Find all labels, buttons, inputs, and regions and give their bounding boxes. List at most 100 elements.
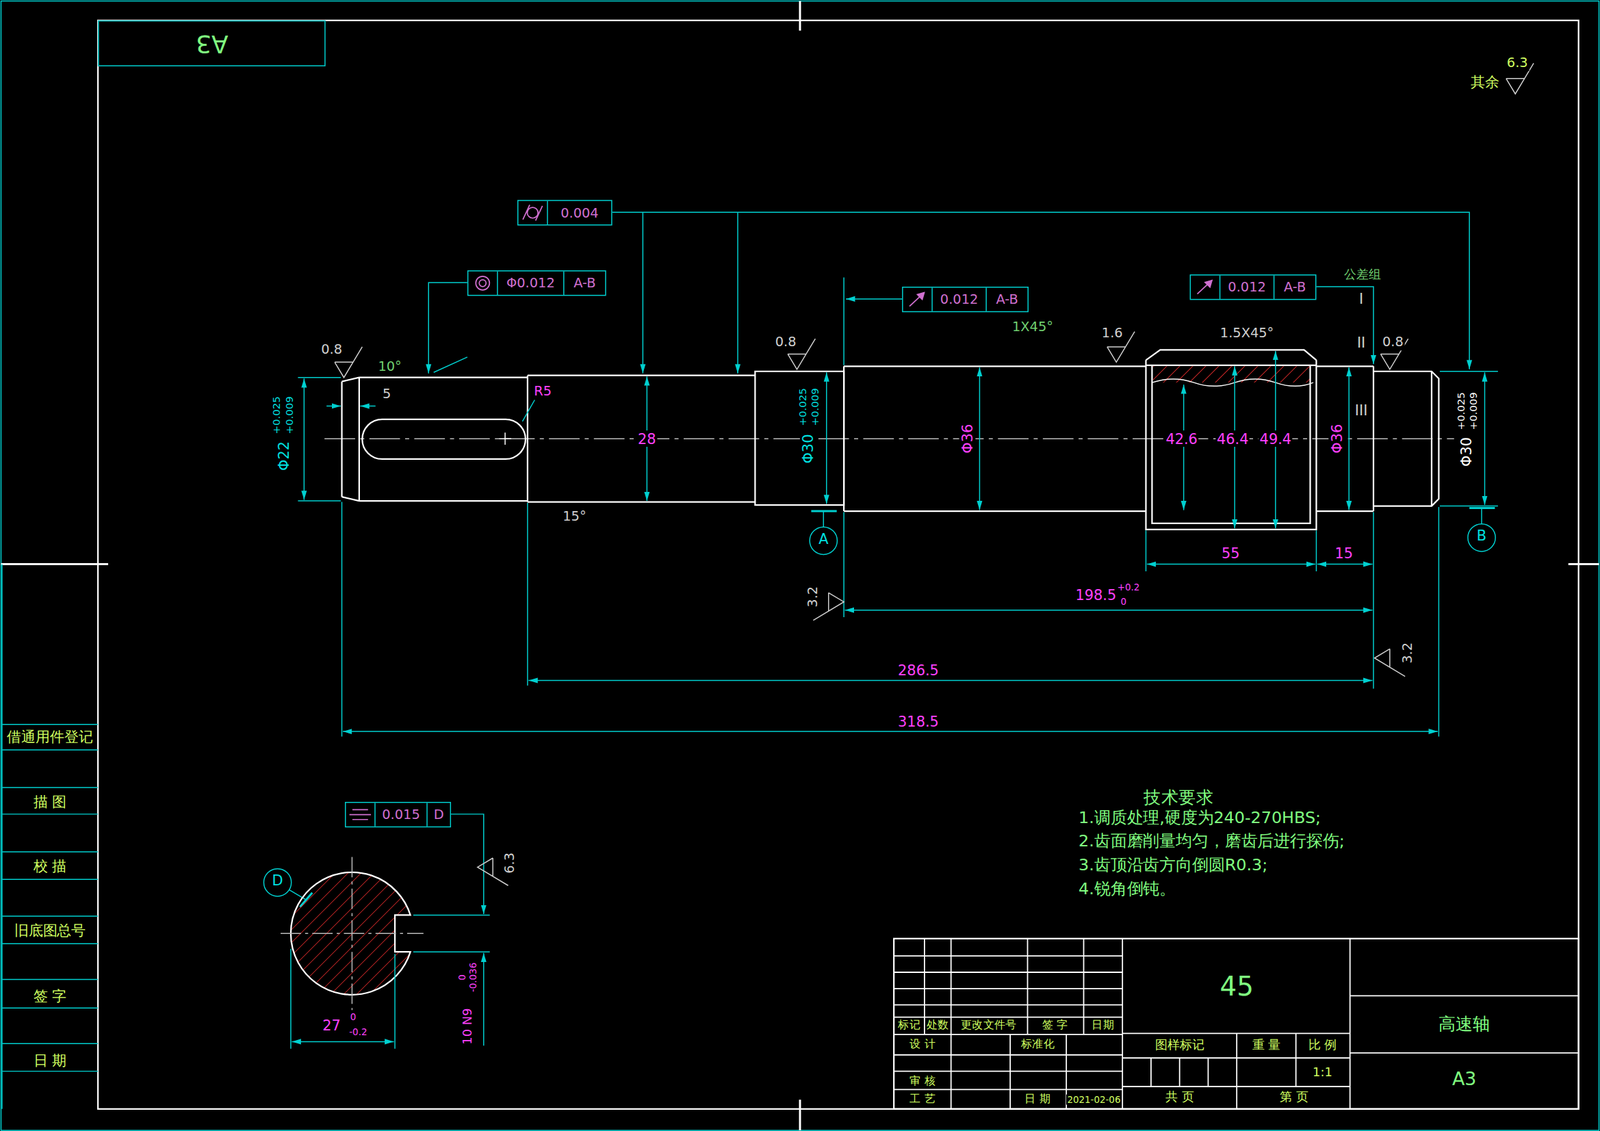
sheet-size-box: A3 xyxy=(97,20,326,67)
drawing-text: 3.齿顶沿齿方向倒圆R0.3; xyxy=(1077,856,1269,875)
drawing-text: 4.锐角倒钝。 xyxy=(1077,880,1178,900)
drawing-text: A-B xyxy=(563,271,605,295)
drawing-text: +0.009 xyxy=(284,395,296,436)
drawing-text: 286.5 xyxy=(897,662,941,679)
drawing-text: 0 xyxy=(457,973,468,983)
tolerance-frame: 0.004 xyxy=(517,199,613,226)
tolerance-symbol xyxy=(1190,275,1220,300)
drawing-text: D xyxy=(272,872,284,889)
drawing-text: 42.6 xyxy=(1164,430,1199,447)
drawing-text: 3.2 xyxy=(1400,641,1416,665)
drawing-text: 签 字 xyxy=(1040,1018,1069,1032)
drawing-text: 0 xyxy=(349,1012,358,1023)
tolerance-leaders xyxy=(288,212,1495,915)
drawing-text: 1X45° xyxy=(1010,319,1054,335)
title-block xyxy=(893,938,1579,1110)
drawing-text: 比 例 xyxy=(1307,1038,1338,1054)
drawing-text: A-B xyxy=(1273,275,1316,300)
tolerance-symbol xyxy=(518,201,547,225)
drawing-text: 共 页 xyxy=(1164,1090,1195,1106)
tolerance-symbol xyxy=(903,287,933,311)
drawing-text: 借通用件登记 xyxy=(6,728,94,746)
drawing-text: 旧底图总号 xyxy=(13,922,87,939)
drawing-text: 3.2 xyxy=(805,585,821,609)
drawing-text: 更改文件号 xyxy=(959,1018,1018,1032)
drawing-text: 27 xyxy=(321,1017,343,1035)
drawing-text: 55 xyxy=(1220,544,1241,562)
tolerance-frame: 0.015D xyxy=(344,802,451,828)
drawing-text: 图样标记 xyxy=(1153,1038,1206,1054)
section-view xyxy=(280,856,490,1049)
drawing-text: Φ36 xyxy=(1328,422,1345,455)
dimension-lines xyxy=(297,351,1498,738)
drawing-text: Φ30 xyxy=(1458,436,1475,469)
drawing-text: 高速轴 xyxy=(1437,1014,1492,1035)
drawing-text: 0.012 xyxy=(1219,275,1274,300)
roughness-symbols xyxy=(334,62,1534,886)
tolerance-symbol xyxy=(903,287,933,311)
drawing-text: 6.3 xyxy=(502,852,518,876)
drawing-text: 1:1 xyxy=(1311,1066,1334,1081)
drawing-text: 日 期 xyxy=(1023,1093,1052,1107)
drawing-text: 1.6 xyxy=(1100,325,1124,341)
drawing-text: B xyxy=(1476,527,1487,545)
drawing-text: 签 字 xyxy=(32,987,68,1004)
drawing-text: +0.025 xyxy=(271,395,283,436)
drawing-text: -0.2 xyxy=(348,1027,369,1038)
tolerance-symbol xyxy=(345,802,375,827)
drawing-text: 处数 xyxy=(925,1018,950,1032)
drawing-text: 标准化 xyxy=(1019,1038,1056,1052)
drawing-text: 2021-02-06 xyxy=(1066,1094,1122,1106)
drawing-text: 工 艺 xyxy=(908,1093,937,1107)
drawing-text: 第 页 xyxy=(1278,1090,1309,1106)
drawing-text: 15 xyxy=(1333,544,1355,562)
tolerance-frame: 0.012A-B xyxy=(901,286,1029,313)
datum-circle: B xyxy=(1467,523,1496,553)
drawing-text: 10 N9 xyxy=(461,1007,476,1046)
drawing-text: Φ30 xyxy=(800,433,817,465)
drawing-text: 0.8 xyxy=(773,335,798,351)
tolerance-frame: Φ0.012A-B xyxy=(467,270,607,296)
tolerance-symbol xyxy=(468,271,497,295)
drawing-text: II xyxy=(1355,334,1366,352)
drawing-text: 0.015 xyxy=(374,802,427,827)
datum-circle: A xyxy=(808,526,838,556)
drawing-text: 0.004 xyxy=(546,201,612,225)
drawing-text: 校 描 xyxy=(32,858,68,875)
drawing-text: 15° xyxy=(561,509,588,525)
drawing-text: +0.2 xyxy=(1116,582,1141,593)
shaft-outline xyxy=(342,349,1440,529)
drawing-text: 318.5 xyxy=(897,713,941,730)
tolerance-frame: 0.012A-B xyxy=(1190,274,1317,300)
drawing-text: A3 xyxy=(1450,1068,1477,1091)
drawing-text: 日 期 xyxy=(32,1051,68,1069)
drawing-text: 5 xyxy=(381,387,392,403)
drawing-text: 0.012 xyxy=(931,287,986,311)
drawing-text: A-B xyxy=(985,287,1028,311)
drawing-text: 1.调质处理,硬度为240-270HBS; xyxy=(1077,808,1323,828)
drawing-text: 描 图 xyxy=(32,793,68,811)
drawing-text: +0.025 xyxy=(797,387,809,428)
drawing-text: A3 xyxy=(195,28,228,58)
drawing-text: 28 xyxy=(637,430,658,447)
drawing-text: 设 计 xyxy=(908,1038,937,1052)
drawing-text: 0.8 xyxy=(320,342,344,358)
gear-hatch xyxy=(1151,366,1314,386)
drawing-text: +0.009 xyxy=(809,387,822,428)
drawing-text: 技术要求 xyxy=(1142,787,1215,808)
drawing-text: 198.5 xyxy=(1074,586,1118,603)
drawing-text: 标记 xyxy=(897,1018,922,1032)
drawing-text: +0.009 xyxy=(1467,391,1480,432)
drawing-text: Φ0.012 xyxy=(496,271,564,295)
drawing-text: 1.5X45° xyxy=(1218,325,1275,341)
drawing-text: 其余 xyxy=(1469,73,1501,90)
drawing-text: 2.齿面磨削量均匀，磨齿后进行探伤; xyxy=(1077,832,1347,851)
tolerance-symbol xyxy=(468,271,497,295)
drawing-text: I xyxy=(1358,290,1365,308)
drawing-text: III xyxy=(1353,401,1369,419)
drawing-text: R5 xyxy=(533,383,553,399)
tolerance-symbol xyxy=(1190,275,1220,300)
tolerance-symbol xyxy=(345,802,375,827)
